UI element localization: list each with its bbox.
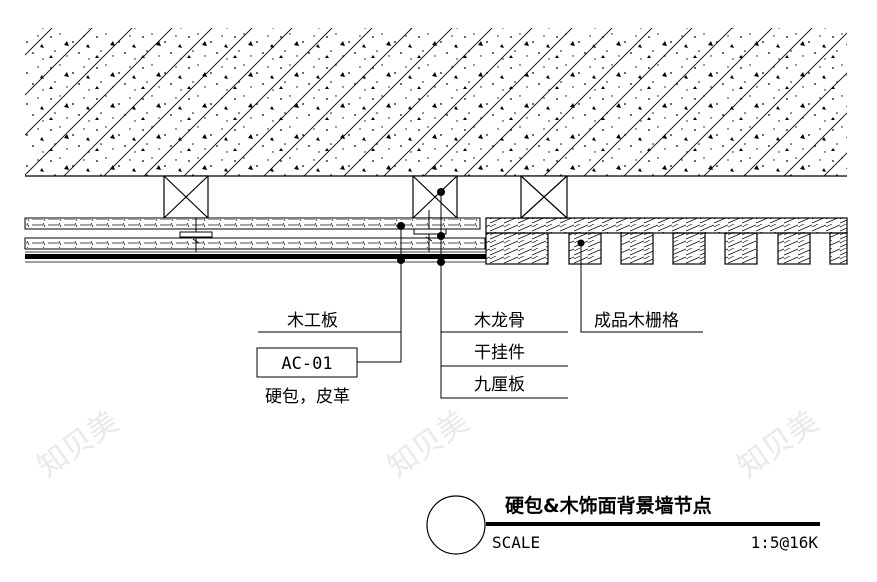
scale-value: 1:5@16K (751, 533, 819, 552)
leather-layer (25, 251, 486, 263)
title-underline (486, 522, 820, 526)
concrete-wall (25, 28, 847, 177)
label-finish-code: AC-01 (281, 354, 332, 374)
blockboard-layer (24, 217, 481, 230)
wood-keel-blocks (163, 175, 568, 219)
dry-hanger-fixings (179, 210, 447, 252)
watermark-text: 知贝美 (381, 404, 475, 484)
label-blockboard: 木工板 (287, 311, 338, 331)
label-wood-keel: 木龙骨 (474, 311, 525, 331)
ply9-layer (24, 237, 486, 250)
wood-keel-block (520, 175, 568, 219)
wood-keel-block (412, 175, 458, 219)
scale-label: SCALE (492, 533, 540, 552)
title-block: 硬包&木饰面背景墙节点 SCALE 1:5@16K (426, 494, 820, 555)
wood-keel-block (163, 175, 209, 219)
finish-code-box (256, 347, 358, 378)
label-wood-grille: 成品木栅格 (594, 311, 679, 331)
watermark-text: 知贝美 (731, 404, 825, 484)
watermarks: 知贝美 知贝美 知贝美 (31, 404, 825, 484)
label-ply9: 九厘板 (474, 375, 525, 395)
detail-number-circle (426, 495, 486, 555)
wood-grille (485, 217, 848, 265)
label-finish-desc: 硬包，皮革 (265, 387, 350, 407)
drawing-title: 硬包&木饰面背景墙节点 (505, 494, 712, 517)
watermark-text: 知贝美 (31, 404, 125, 484)
leader-dots (397, 188, 585, 266)
label-dry-hanger: 干挂件 (474, 343, 525, 363)
